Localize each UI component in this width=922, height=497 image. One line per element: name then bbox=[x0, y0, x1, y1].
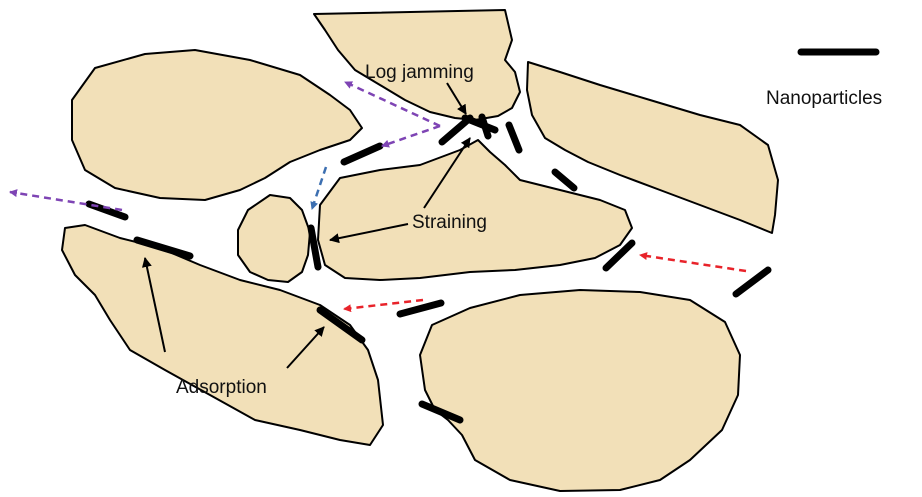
log-jamming-label: Log jamming bbox=[365, 62, 474, 83]
nanoparticle bbox=[344, 146, 380, 162]
flow-arrow-red bbox=[640, 255, 746, 271]
adsorption-label: Adsorption bbox=[176, 377, 267, 398]
nanoparticle bbox=[400, 303, 441, 314]
legend-label: Nanoparticles bbox=[766, 88, 882, 109]
nanoparticle bbox=[555, 172, 574, 188]
straining-label: Straining bbox=[412, 212, 487, 233]
flow-arrow-purple bbox=[10, 192, 122, 210]
grain-upper-left bbox=[72, 50, 362, 200]
nanoparticle bbox=[482, 117, 488, 136]
nanoparticle bbox=[311, 228, 318, 267]
grain-lower-right bbox=[420, 290, 740, 491]
grain-small-left bbox=[238, 195, 310, 282]
nanoparticle bbox=[736, 270, 768, 294]
nanoparticle bbox=[509, 125, 519, 150]
flow-arrow-purple bbox=[382, 126, 440, 146]
